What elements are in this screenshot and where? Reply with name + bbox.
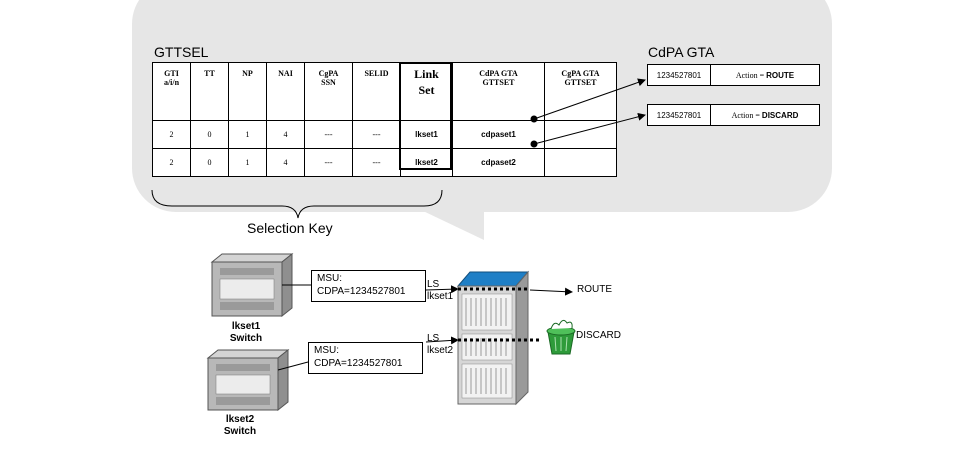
cell-link-set: lkset2 — [400, 148, 453, 177]
route-label: ROUTE — [577, 284, 612, 295]
header-selid: SELID — [352, 62, 401, 121]
cell-cgpa-ssn: --- — [304, 148, 353, 177]
cell-tt: 0 — [190, 148, 229, 177]
cell-cgpa-gttset — [544, 120, 617, 149]
header-nai: NAI — [266, 62, 305, 121]
selection-key-label: Selection Key — [247, 220, 333, 236]
switch-2-caption: lkset2 Switch — [223, 414, 257, 437]
cell-nai: 4 — [266, 120, 305, 149]
cell-cdpa-gttset: cdpaset2 — [452, 148, 545, 177]
gta-action: Action =ROUTE — [735, 70, 795, 80]
cdpa-gta-entry-route: 1234527801 Action =ROUTE — [647, 64, 820, 86]
msu-box-1: MSU: CDPA=1234527801 — [311, 270, 426, 302]
link-set-label-1: LS lkset1 — [427, 279, 454, 302]
cell-np: 1 — [228, 120, 267, 149]
header-tt: TT — [190, 62, 229, 121]
header-np: NP — [228, 62, 267, 121]
cell-gti: 2 — [152, 120, 191, 149]
gta-action: Action =DISCARD — [731, 110, 799, 120]
gta-address: 1234527801 — [648, 65, 711, 85]
gta-address: 1234527801 — [648, 105, 711, 125]
msu-box-2: MSU: CDPA=1234527801 — [308, 342, 423, 374]
cell-gti: 2 — [152, 148, 191, 177]
cell-tt: 0 — [190, 120, 229, 149]
table-row: 2 0 1 4 --- --- lkset1 cdpaset1 — [152, 120, 617, 149]
cell-cgpa-gttset — [544, 148, 617, 177]
switch-1-caption: lkset1 Switch — [229, 321, 263, 344]
cell-selid: --- — [352, 120, 401, 149]
discard-label: DISCARD — [576, 330, 622, 341]
cdpa-gta-entry-discard: 1234527801 Action =DISCARD — [647, 104, 820, 126]
cdpa-gta-title: CdPA GTA — [648, 44, 715, 60]
link-set-label-2: LS lkset2 — [427, 333, 454, 356]
cell-cgpa-ssn: --- — [304, 120, 353, 149]
cell-link-set: lkset1 — [400, 120, 453, 149]
gttsel-title: GTTSEL — [154, 44, 209, 60]
cell-np: 1 — [228, 148, 267, 177]
cell-nai: 4 — [266, 148, 305, 177]
table-row: 2 0 1 4 --- --- lkset2 cdpaset2 — [152, 148, 617, 177]
cell-cdpa-gttset: cdpaset1 — [452, 120, 545, 149]
cell-selid: --- — [352, 148, 401, 177]
